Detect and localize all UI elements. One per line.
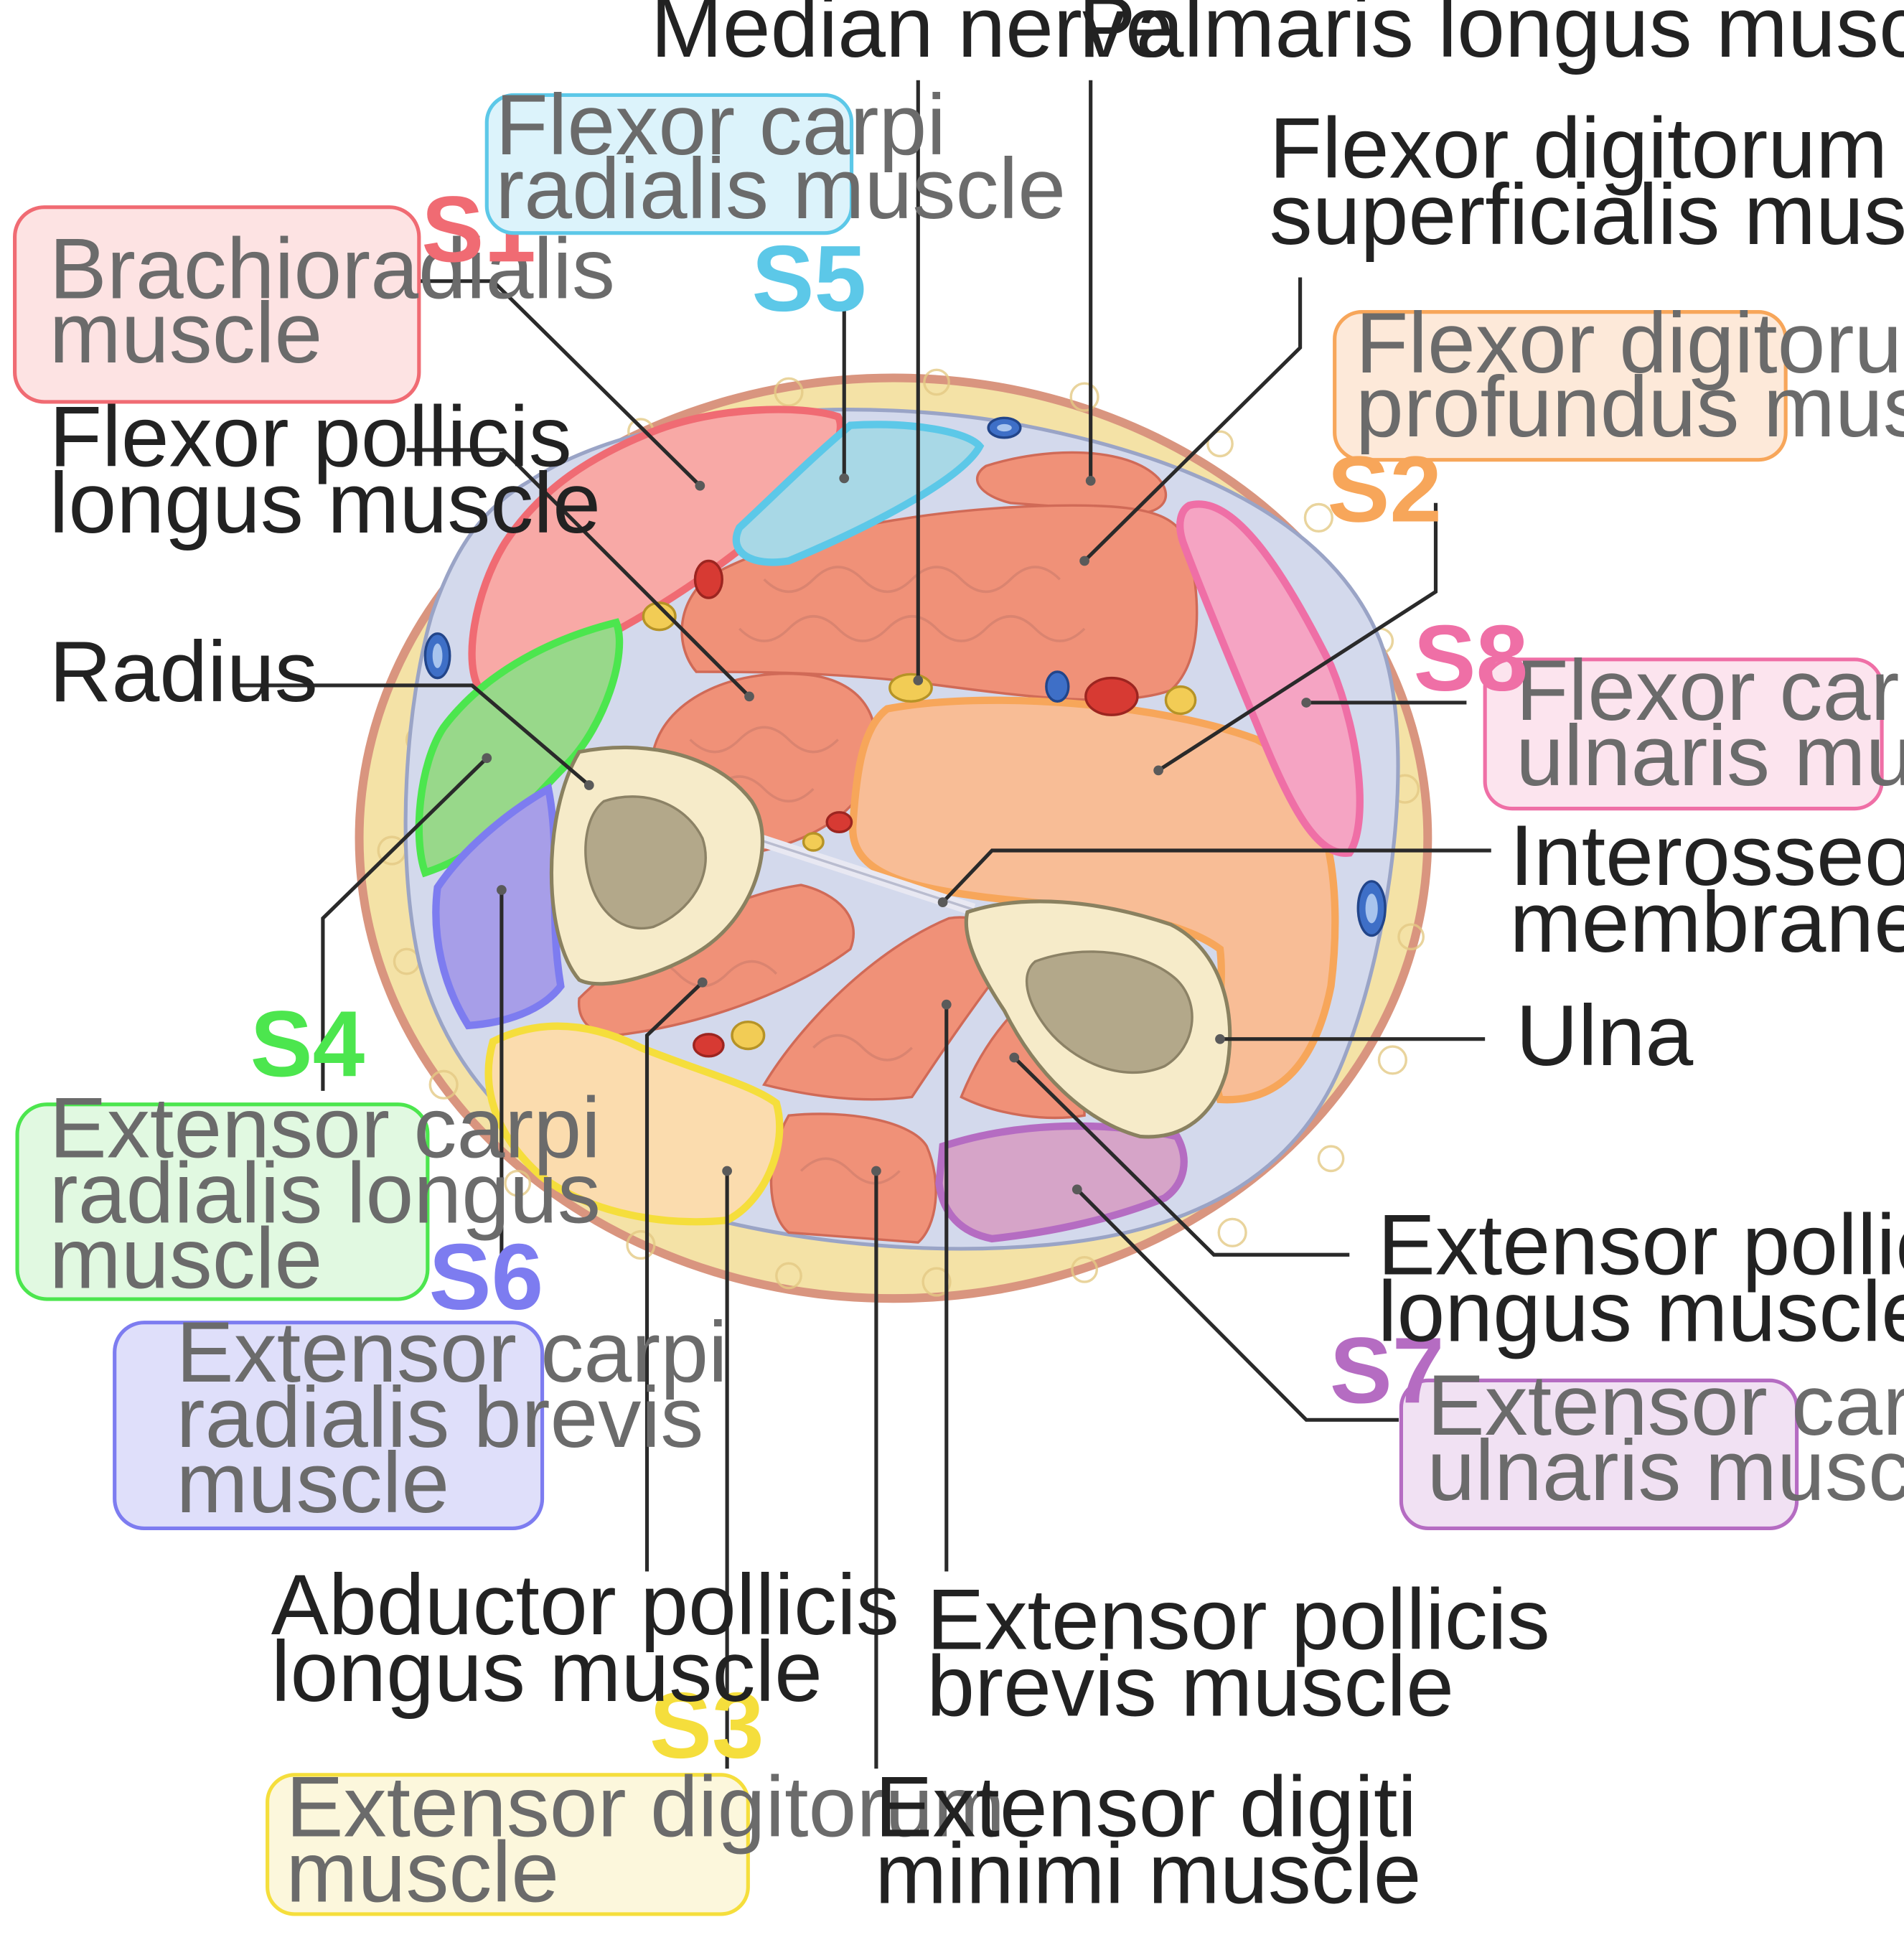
segment-label: muscle bbox=[50, 1211, 323, 1307]
plain-labels: Median nerve Palmaris longus muscle Flex… bbox=[50, 0, 1904, 1921]
segment-tag: S8 bbox=[1414, 606, 1529, 711]
segment-box-s4: Extensor carpi radialis longus muscle S4 bbox=[15, 991, 601, 1307]
segment-label: radialis brevis bbox=[177, 1369, 704, 1466]
segment-label: Extensor carpi bbox=[177, 1304, 728, 1400]
median-nerve bbox=[888, 673, 933, 703]
forearm-section bbox=[355, 368, 1432, 1303]
extensor-carpi-radialis-longus-muscle-region bbox=[415, 618, 624, 878]
nerve bbox=[802, 832, 825, 852]
extensor-digiti-minimi-muscle bbox=[769, 1112, 937, 1244]
label-ulna: Ulna bbox=[1516, 988, 1693, 1084]
segment-tag: S5 bbox=[751, 226, 866, 331]
brachioradialis-muscle-region bbox=[468, 406, 845, 695]
segment-tag: S7 bbox=[1330, 1318, 1445, 1423]
nerve bbox=[642, 601, 677, 632]
segment-box-s5: Flexor carpi radialis muscle S5 bbox=[484, 77, 1066, 331]
label-palmaris-longus: Palmaris longus muscle bbox=[1079, 0, 1904, 75]
nerve bbox=[731, 1020, 766, 1051]
ulnar-nerve bbox=[1164, 685, 1197, 716]
artery bbox=[693, 1033, 725, 1058]
segment-label: Extensor digitorum bbox=[286, 1759, 1005, 1855]
extensor-carpi-ulnaris-muscle-region bbox=[935, 1122, 1188, 1243]
artery bbox=[825, 811, 853, 833]
segment-label: muscle bbox=[177, 1435, 450, 1531]
segment-label: radialis longus bbox=[50, 1145, 601, 1242]
radius-marrow bbox=[584, 795, 707, 930]
ulnar-artery bbox=[1084, 676, 1139, 716]
segment-tag: S2 bbox=[1327, 437, 1442, 542]
segment-tag: S3 bbox=[649, 1673, 764, 1778]
segment-label: ulnaris muscle bbox=[1516, 708, 1904, 804]
palmaris-longus-muscle bbox=[976, 451, 1167, 515]
label-interosseous-membrane: Interosseousmembrane bbox=[1510, 807, 1904, 970]
vein bbox=[1045, 670, 1070, 703]
segment-label: muscle bbox=[50, 285, 323, 381]
segment-box-s8: Flexor carpi ulnaris muscle S8 bbox=[1414, 606, 1904, 811]
extensor-digitorum-muscle-region bbox=[484, 1022, 784, 1226]
segment-label: Flexor carpi bbox=[495, 77, 946, 173]
segment-box-s6: Extensor carpi radialis brevis muscle S6 bbox=[113, 1224, 728, 1531]
segment-tag: S6 bbox=[429, 1224, 544, 1329]
segment-label: Flexor carpi bbox=[1516, 642, 1904, 739]
label-median-nerve: Median nerve bbox=[651, 0, 1173, 75]
segment-box-s2: Flexor digitorum profundus muscle S2 bbox=[1327, 295, 1904, 542]
segment-tag: S4 bbox=[250, 991, 365, 1096]
segment-label: Extensor carpi bbox=[50, 1080, 601, 1176]
segment-label: Flexor digitorum bbox=[1356, 295, 1904, 391]
segment-label: muscle bbox=[286, 1824, 559, 1921]
segment-box-s7: Extensor carpi ulnaris muscle S7 bbox=[1330, 1318, 1904, 1531]
leader-lines bbox=[234, 80, 1491, 1769]
segment-label: radialis muscle bbox=[495, 141, 1066, 237]
segment-label: ulnaris muscle bbox=[1427, 1423, 1904, 1519]
ulna-marrow bbox=[1025, 950, 1193, 1074]
segment-label: profundus muscle bbox=[1356, 359, 1904, 455]
segment-box-s3: Extensor digitorum muscle S3 bbox=[266, 1673, 1005, 1921]
segment-label: Extensor carpi bbox=[1427, 1357, 1904, 1453]
segment-label: Brachioradialis bbox=[50, 221, 615, 317]
label-radius: Radius bbox=[50, 624, 318, 720]
segment-box-s1: Brachioradialis muscle S1 bbox=[13, 177, 615, 404]
artery bbox=[693, 559, 723, 599]
